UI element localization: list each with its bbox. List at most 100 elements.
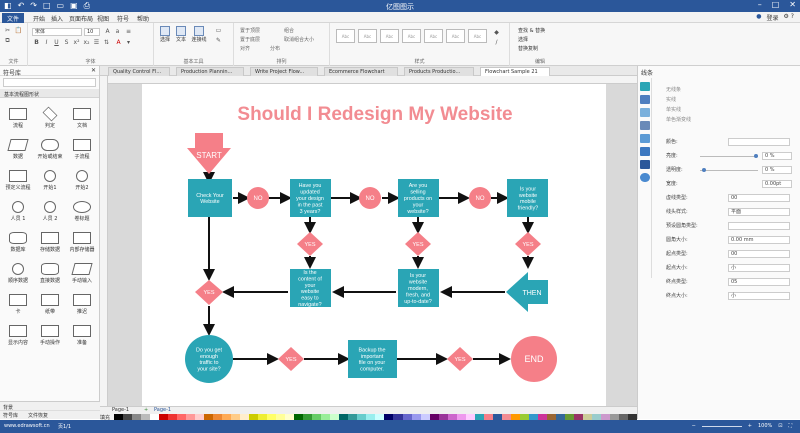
color-swatch[interactable] — [411, 414, 421, 420]
property-value[interactable]: 0 % — [762, 152, 792, 160]
align-button[interactable]: 对齐 — [240, 46, 251, 52]
font-size-select[interactable]: 10 — [84, 28, 100, 36]
yes-diamond[interactable]: YES — [447, 347, 473, 371]
then-arrow-shape[interactable]: THEN — [506, 272, 548, 312]
color-swatch[interactable] — [132, 414, 142, 420]
style-preset-4[interactable]: Abc — [402, 29, 421, 43]
doc-tab[interactable]: Ecommerce Flowchart — [324, 67, 398, 76]
add-page-icon[interactable]: + — [144, 407, 149, 413]
align-icon[interactable]: ≡ — [125, 28, 132, 35]
color-swatch[interactable] — [177, 414, 187, 420]
open-icon[interactable]: ▭ — [56, 1, 65, 10]
shadow-panel-icon[interactable] — [640, 108, 650, 117]
format-painter-button[interactable]: 替换复制 — [518, 46, 539, 52]
doc-tab-active[interactable]: Flowchart Sample 21 — [480, 67, 550, 76]
color-swatch[interactable] — [213, 414, 223, 420]
category-header[interactable]: 基本流程图形状 — [0, 89, 99, 98]
color-swatch[interactable] — [168, 414, 178, 420]
ungroup-button[interactable]: 取消组合 — [284, 37, 305, 43]
property-value[interactable]: 05 — [728, 278, 790, 286]
color-swatch[interactable] — [240, 414, 250, 420]
symbol-search-input[interactable] — [3, 78, 96, 87]
menu-symbol[interactable]: 符号 — [117, 16, 130, 23]
color-palette[interactable] — [114, 414, 637, 420]
color-swatch[interactable] — [195, 414, 205, 420]
style-preset-6[interactable]: Abc — [446, 29, 465, 43]
file-menu[interactable]: 文件 — [2, 13, 25, 24]
select-tool[interactable]: 选择 — [158, 26, 172, 46]
tab-symbol-library[interactable]: 符号库 — [3, 413, 19, 419]
property-slider[interactable] — [700, 156, 758, 157]
fill-panel-icon[interactable] — [640, 82, 650, 91]
shape-item[interactable]: 开始1 — [34, 168, 66, 193]
shape-item[interactable]: 数据库 — [2, 230, 34, 255]
color-swatch[interactable] — [582, 414, 592, 420]
underline-icon[interactable]: U — [54, 39, 59, 46]
color-swatch[interactable] — [204, 414, 214, 420]
slider-handle[interactable] — [702, 168, 706, 172]
font-color-icon[interactable]: A — [116, 39, 121, 46]
drawing-page[interactable]: Should I Redesign My Website — [142, 84, 606, 406]
shape-item[interactable]: 手动操作 — [34, 323, 66, 348]
color-swatch[interactable] — [150, 414, 160, 420]
property-value[interactable]: 00 — [728, 194, 790, 202]
color-swatch[interactable] — [402, 414, 412, 420]
color-swatch[interactable] — [312, 414, 322, 420]
full-screen-icon[interactable]: ⛶ — [788, 423, 792, 429]
grow-font-icon[interactable]: A — [105, 28, 110, 35]
distribute-button[interactable]: 分布 — [270, 46, 281, 52]
yes-diamond[interactable]: YES — [297, 232, 323, 256]
panel-close-icon[interactable]: ✕ — [90, 67, 96, 74]
color-swatch[interactable] — [186, 414, 196, 420]
color-swatch[interactable] — [537, 414, 547, 420]
print-icon[interactable]: ⎙ — [83, 1, 91, 10]
menu-page-layout[interactable]: 页面布局 — [69, 16, 94, 23]
no-circle[interactable]: NO — [359, 187, 381, 209]
doc-tab[interactable]: Quality Control Fl... — [108, 67, 170, 76]
property-value[interactable] — [728, 222, 790, 230]
color-swatch[interactable] — [249, 414, 259, 420]
close-icon[interactable]: ✕ — [789, 0, 796, 9]
shape-item[interactable]: 纸带 — [34, 292, 66, 317]
page-selector[interactable]: Page-1 — [112, 407, 130, 413]
shape-item[interactable]: 准备 — [66, 323, 98, 348]
shape-item[interactable]: 预定义流程 — [2, 168, 34, 193]
shape-item[interactable]: 卡 — [2, 292, 34, 317]
color-swatch[interactable] — [456, 414, 466, 420]
cut-icon[interactable]: ✂ — [4, 27, 11, 34]
menu-insert[interactable]: 插入 — [51, 16, 64, 23]
line-option[interactable]: 实线 — [666, 97, 677, 103]
find-replace-button[interactable]: 查找 & 替换 — [518, 28, 546, 34]
color-swatch[interactable] — [348, 414, 358, 420]
zoom-in-icon[interactable]: + — [747, 423, 752, 429]
save-icon[interactable]: ▣ — [70, 1, 78, 10]
color-swatch[interactable] — [519, 414, 529, 420]
color-swatch[interactable] — [294, 414, 304, 420]
property-value[interactable]: 小 — [728, 264, 790, 272]
property-value[interactable]: 小 — [728, 292, 790, 300]
menu-help[interactable]: 帮助 — [137, 16, 150, 23]
send-to-back[interactable]: 置于底层 — [240, 37, 261, 43]
login-link[interactable]: 登录 — [766, 15, 779, 22]
color-swatch[interactable] — [321, 414, 331, 420]
shape-item[interactable]: 开始2 — [66, 168, 98, 193]
color-swatch[interactable] — [303, 414, 313, 420]
shape-item[interactable]: 子流程 — [66, 137, 98, 162]
fill-icon[interactable]: ◆ — [494, 29, 499, 36]
shape-item[interactable]: 直接数据 — [34, 261, 66, 286]
color-swatch[interactable] — [573, 414, 583, 420]
strikethrough-icon[interactable]: S — [64, 39, 69, 46]
line-icon[interactable]: ∕ — [495, 39, 498, 46]
help-panel-icon[interactable] — [640, 173, 650, 182]
bold-icon[interactable]: B — [34, 39, 39, 46]
user-extra-icons[interactable]: ⚙ ? — [783, 13, 794, 20]
zoom-out-icon[interactable]: − — [691, 423, 696, 429]
data-panel-icon[interactable] — [640, 134, 650, 143]
color-swatch[interactable] — [123, 414, 133, 420]
color-swatch[interactable] — [384, 414, 394, 420]
shape-item[interactable]: 存储数据 — [34, 230, 66, 255]
